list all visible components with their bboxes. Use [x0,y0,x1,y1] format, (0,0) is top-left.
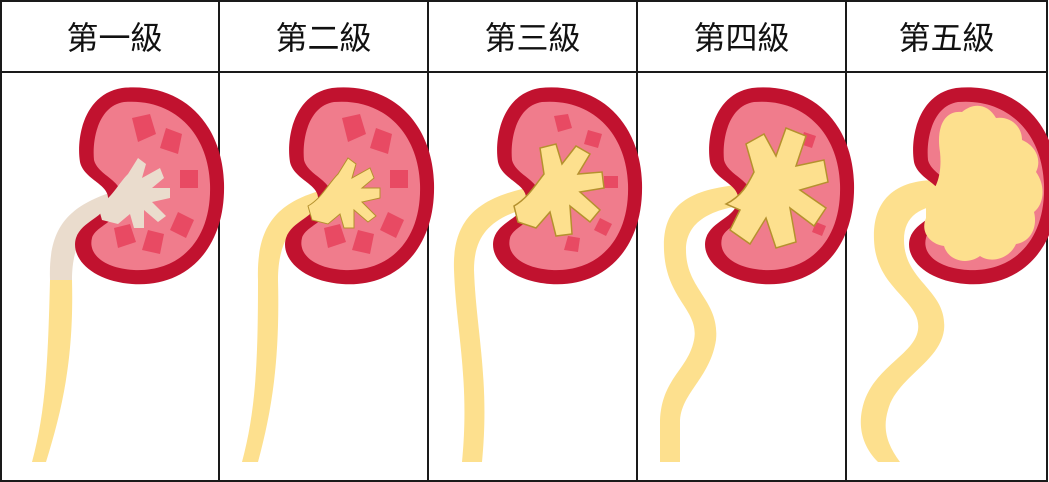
grade-4-label: 第四級 [637,0,846,72]
grade-1-label: 第一級 [10,0,219,72]
grade-2-label: 第二級 [219,0,428,72]
grade-1-illustration [32,87,224,462]
grade-3-illustration [454,87,642,462]
grade-3-label: 第三級 [428,0,637,72]
grade-4-illustration [660,87,854,462]
grade-2-illustration [242,87,434,462]
grade-5-label: 第五級 [846,0,1047,72]
grade-5-illustration [861,87,1049,462]
